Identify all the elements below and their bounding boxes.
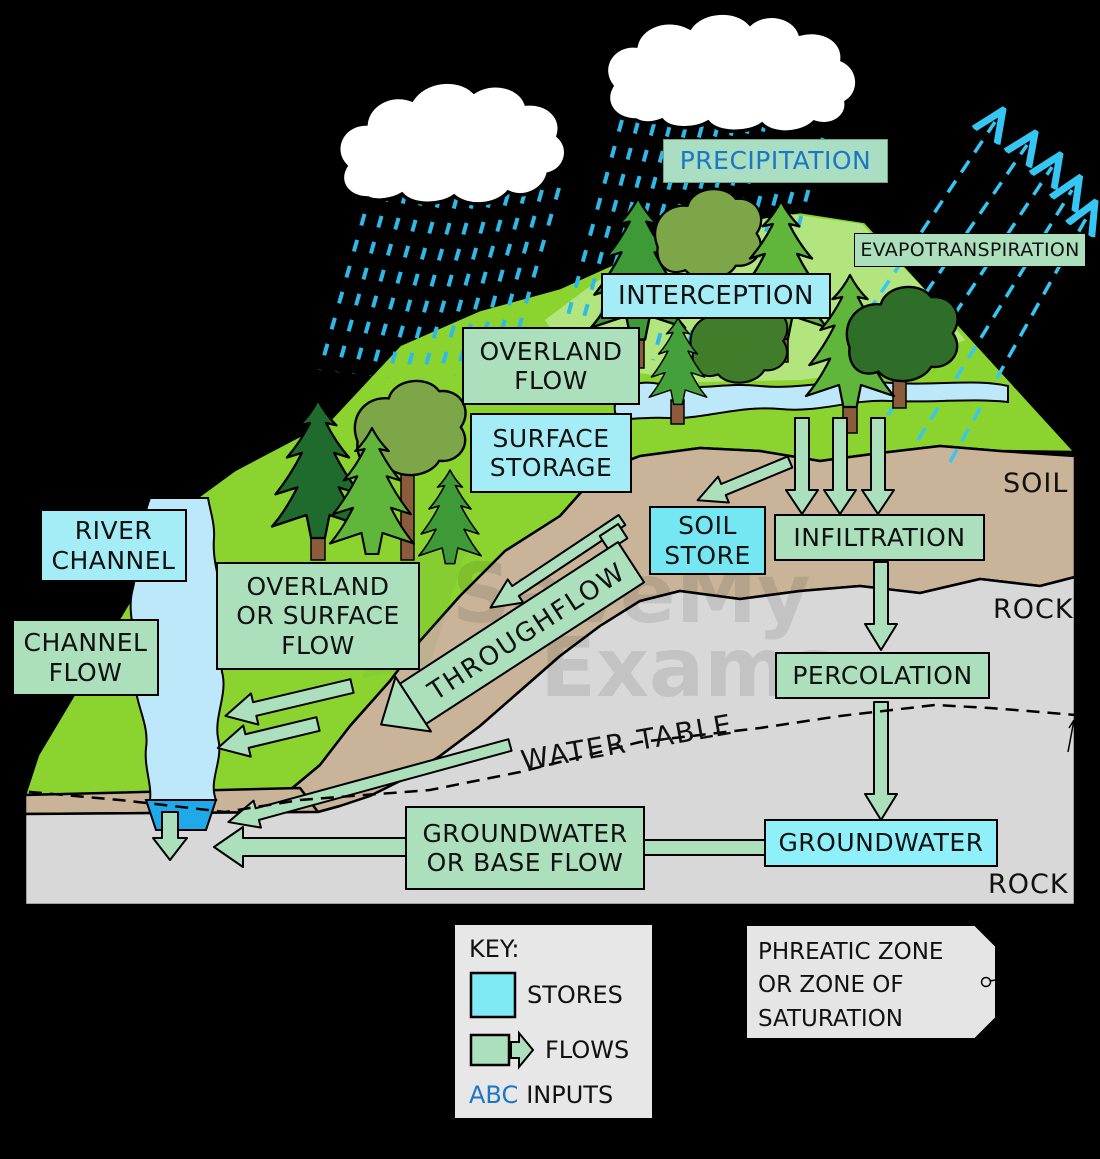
- groundwater-or-base-flow-box: GROUNDWATER OR BASE FLOW: [405, 806, 645, 890]
- soil-store-box: SOIL STORE: [649, 506, 766, 575]
- cloud-left: [336, 80, 568, 206]
- baseflow-arrow: [213, 826, 411, 868]
- interception-box: INTERCEPTION: [601, 273, 831, 319]
- cloud-right: [604, 11, 859, 134]
- groundwater-connector: [640, 839, 766, 856]
- channel-flow-box: CHANNEL FLOW: [12, 619, 159, 696]
- slope-flow-arrow-lower: [227, 738, 513, 829]
- river-channel-box: RIVER CHANNEL: [40, 509, 187, 582]
- overland-flow-arrow-1: [224, 678, 355, 726]
- groundwater-box: GROUNDWATER: [764, 819, 998, 867]
- key-panel: KEY: STORES FLOWS ABC INPUTS: [455, 925, 652, 1118]
- infiltration-arrow-1: [785, 417, 819, 515]
- key-stores-label: STORES: [527, 981, 623, 1009]
- tag-string: [989, 977, 1007, 982]
- phreatic-zone-tag: PHREATIC ZONE OR ZONE OF SATURATION: [758, 939, 944, 1032]
- overland-flow-arrow-2: [216, 716, 321, 758]
- throughflow-arrow: [380, 523, 646, 733]
- overland-or-surface-flow-box: OVERLAND OR SURFACE FLOW: [216, 562, 420, 670]
- soil-caption: SOIL: [1003, 468, 1068, 499]
- key-row-flows: FLOWS: [469, 1029, 652, 1071]
- infiltration-arrow-2: [823, 417, 857, 515]
- rock-caption-lower: ROCK: [988, 869, 1069, 900]
- water-table-pointer: [1067, 719, 1080, 753]
- overland-flow-box: OVERLAND FLOW: [462, 327, 640, 405]
- hill-stream: [613, 380, 1009, 420]
- key-flows-label: FLOWS: [545, 1036, 630, 1064]
- key-inputs-label: INPUTS: [526, 1081, 614, 1109]
- groundwater-arrow: [864, 701, 898, 821]
- key-title: KEY:: [469, 935, 520, 963]
- key-row-inputs: ABC INPUTS: [469, 1081, 652, 1109]
- phreatic-tag-shape: [745, 924, 997, 1040]
- evapotranspiration-label: EVAPOTRANSPIRATION: [854, 233, 1086, 267]
- slope-flow-arrow-upper: [489, 514, 627, 609]
- soil-band-arrow: [696, 455, 794, 504]
- tag-pin-icon: [980, 976, 992, 988]
- river-recharge-arrow: [152, 811, 188, 861]
- key-inputs-abc: ABC: [469, 1081, 519, 1109]
- round-tree: [653, 187, 763, 281]
- infiltration-box: INFILTRATION: [774, 514, 985, 561]
- stores-swatch-icon: [469, 971, 517, 1019]
- water-table-line: [7, 703, 1076, 814]
- rock-caption-upper: ROCK: [993, 594, 1074, 625]
- surface-storage-box: SURFACE STORAGE: [470, 413, 632, 493]
- key-row-stores: STORES: [469, 971, 652, 1019]
- percolation-arrow: [864, 561, 898, 651]
- clouds: [336, 11, 859, 206]
- precipitation-label: PRECIPITATION: [663, 139, 888, 183]
- percolation-box: PERCOLATION: [775, 652, 990, 699]
- infiltration-arrow-3: [861, 417, 895, 515]
- flows-arrow-icon: [469, 1030, 535, 1070]
